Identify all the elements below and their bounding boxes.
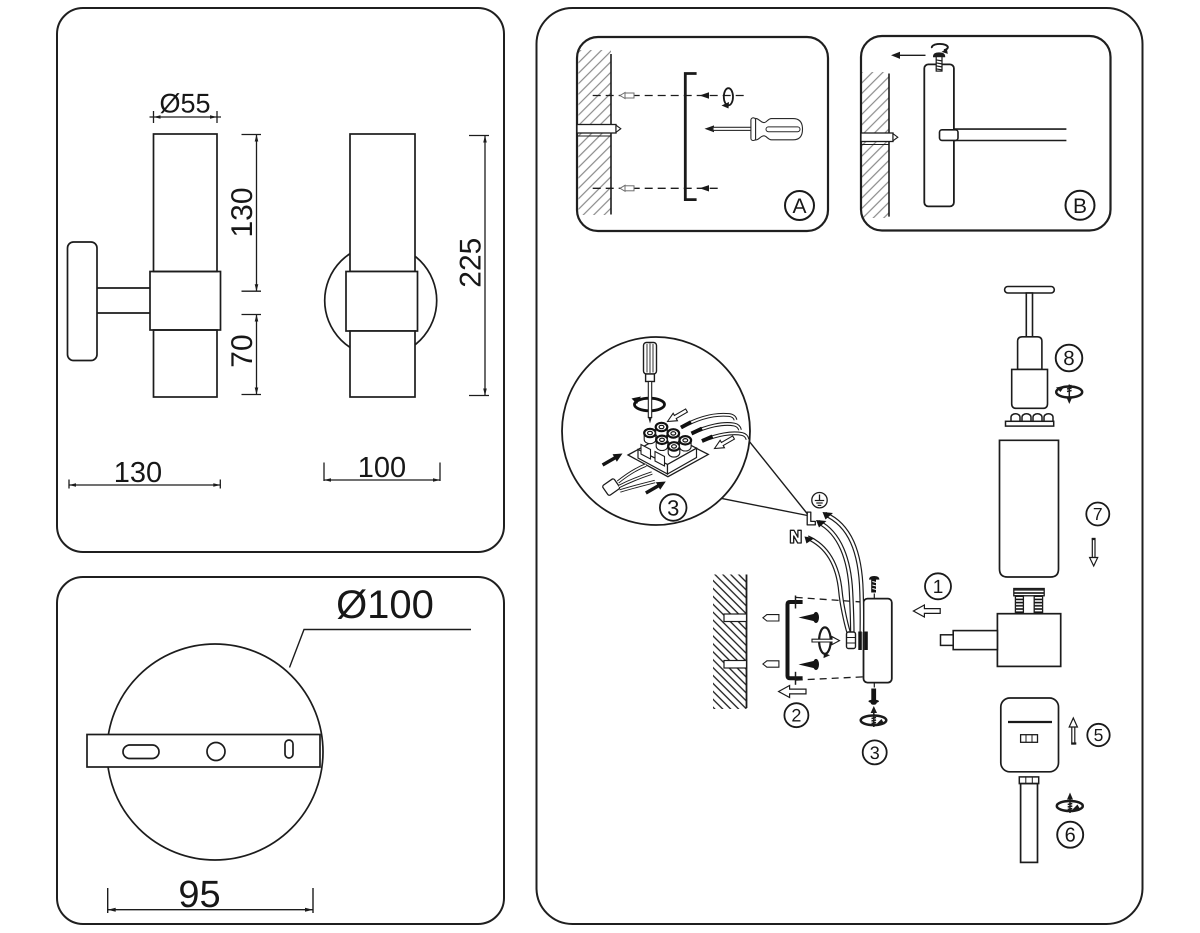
svg-text:70: 70 [226, 334, 259, 367]
svg-text:Ø55: Ø55 [159, 89, 210, 119]
svg-text:3: 3 [667, 495, 679, 520]
svg-text:A: A [792, 195, 806, 218]
svg-text:7: 7 [1093, 504, 1103, 524]
svg-text:8: 8 [1063, 347, 1074, 370]
svg-text:3: 3 [870, 743, 880, 763]
svg-text:1: 1 [933, 577, 944, 598]
svg-text:2: 2 [791, 706, 801, 726]
svg-text:5: 5 [1094, 725, 1104, 745]
svg-text:Ø100: Ø100 [336, 583, 434, 627]
svg-text:130: 130 [226, 187, 259, 237]
svg-text:B: B [1073, 195, 1087, 218]
svg-text:130: 130 [114, 457, 162, 489]
svg-text:95: 95 [178, 874, 220, 916]
svg-text:6: 6 [1065, 825, 1076, 847]
svg-text:225: 225 [455, 238, 488, 288]
svg-text:100: 100 [358, 452, 406, 484]
